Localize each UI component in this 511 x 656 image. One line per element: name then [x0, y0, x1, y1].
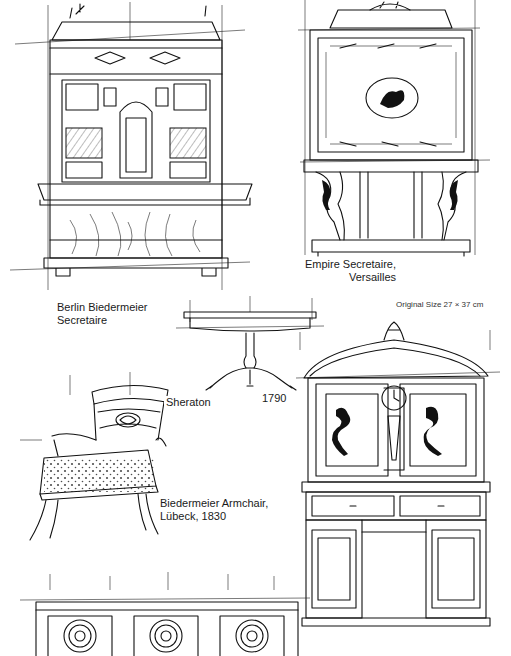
biedermeier-secretaire: [10, 2, 252, 290]
item-caption: Berlin Biedermeier Secretaire: [55, 301, 179, 327]
item-caption: Empire Secretaire, Versailles: [290, 258, 398, 284]
sideboard-frieze: [20, 572, 310, 656]
item-caption: Biedermeier Armchair, Lübeck, 1830: [158, 497, 298, 523]
size-note: Original Size 27 × 37 cm: [394, 300, 508, 310]
biedermeier-armchair: [20, 372, 168, 540]
clock-secretary-cabinet: [296, 322, 500, 626]
empire-secretaire: [298, 0, 490, 256]
sheraton-table: [176, 296, 324, 390]
date-label: 1790: [260, 392, 300, 405]
style-caption: Sheraton: [164, 396, 228, 409]
